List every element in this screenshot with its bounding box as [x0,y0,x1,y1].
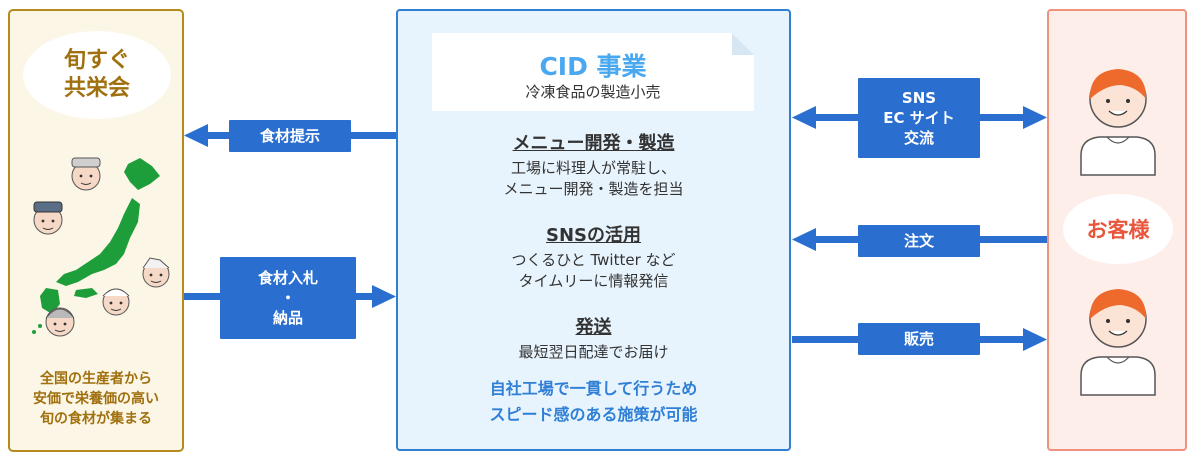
section-title-menu: メニュー開発・製造 [512,133,675,154]
producer-caption-1: 全国の生産者から [40,371,152,387]
section-title-shipping: 発送 [575,317,612,338]
flow-label-sns: SNS EC サイト 交流 [858,78,980,158]
company-subtitle: 冷凍食品の製造小売 [525,83,661,101]
company-header: CID 事業 冷凍食品の製造小売 [432,33,754,111]
section-line: 最短翌日配達でお届け [518,343,669,361]
company-footer-line-1: 自社工場で一貫して行うため [489,379,698,398]
farmer-face-icon [33,201,63,235]
company-title: CID 事業 [539,52,647,81]
producer-panel: 旬すぐ 共栄会 [8,9,184,452]
producer-name-line1: 旬すぐ [63,48,130,73]
farmer-face-icon [71,157,101,191]
customer-person-icon [1080,69,1156,176]
flow-label-sale: 販売 [858,323,980,355]
customer-label: お客様 [1086,218,1150,242]
section-title-sns: SNSの活用 [546,225,641,246]
producer-name-oval: 旬すぐ 共栄会 [23,31,171,119]
flow-label-text: 食材提示 [259,127,320,145]
flow-label-text: 納品 [272,309,303,327]
company-panel: CID 事業 冷凍食品の製造小売 メニュー開発・製造 工場に料理人が常駐し、 メ… [396,9,791,451]
section-line: タイムリーに情報発信 [518,272,669,290]
company-footer-line-2: スピード感のある施策が可能 [489,405,698,424]
flow-label-order: 注文 [858,225,980,257]
section-line: メニュー開発・製造を担当 [503,180,684,198]
flow-label-text: ・ [280,289,296,307]
producer-caption-2: 安価で栄養価の高い [33,391,159,407]
flow-label-text: EC サイト [883,109,955,127]
customer-person-icon [1080,289,1156,396]
producer-name-line2: 共栄会 [63,76,130,101]
flow-label-text: 食材入札 [257,269,318,287]
flow-label-bid: 食材入札 ・ 納品 [220,257,356,339]
producer-caption-3: 旬の食材が集まる [40,411,152,427]
farmer-face-icon [102,288,130,316]
company-header-background [432,33,754,111]
flow-label-supply: 食材提示 [229,120,351,152]
flow-label-text: 販売 [903,330,934,348]
customer-label-oval: お客様 [1063,194,1173,264]
japan-map-icon [32,157,170,337]
flow-label-text: 交流 [903,129,934,147]
flow-label-text: 注文 [903,232,934,250]
farmer-face-icon [45,307,75,337]
flow-label-text: SNS [901,89,937,107]
customer-panel: お客様 [1047,9,1187,451]
farmer-face-icon [142,257,170,288]
section-line: 工場に料理人が常駐し、 [510,159,676,177]
section-line: つくるひと Twitter など [511,251,676,269]
